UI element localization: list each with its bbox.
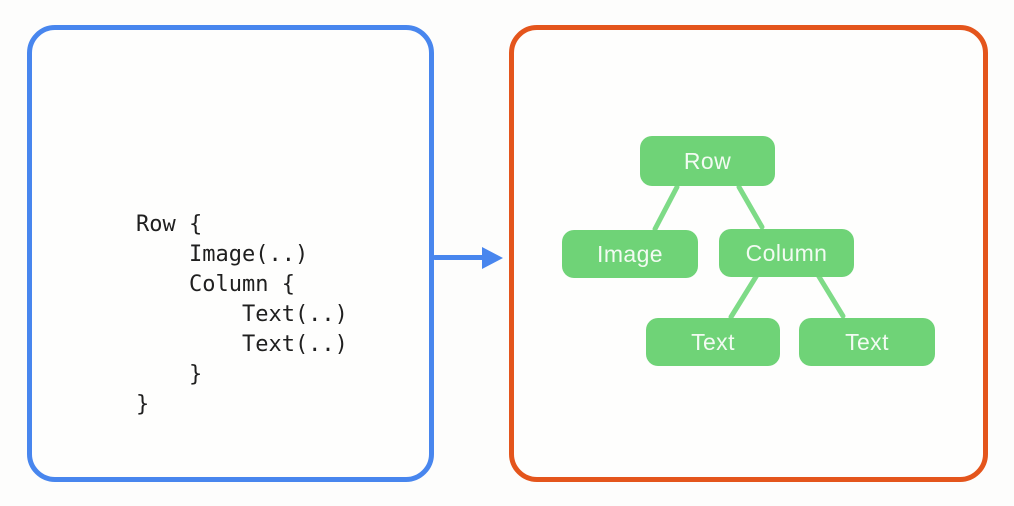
arrow-shaft	[433, 255, 484, 260]
tree-node-column: Column	[719, 229, 854, 277]
code-snippet: Row { Image(..) Column { Text(..) Text(.…	[136, 212, 348, 417]
tree-node-image: Image	[562, 230, 698, 278]
arrow-right-icon	[482, 246, 503, 269]
code-panel: Row { Image(..) Column { Text(..) Text(.…	[27, 25, 434, 482]
tree-node-row: Row	[640, 136, 775, 186]
tree-node-text-left: Text	[646, 318, 780, 366]
tree-node-text-right: Text	[799, 318, 935, 366]
